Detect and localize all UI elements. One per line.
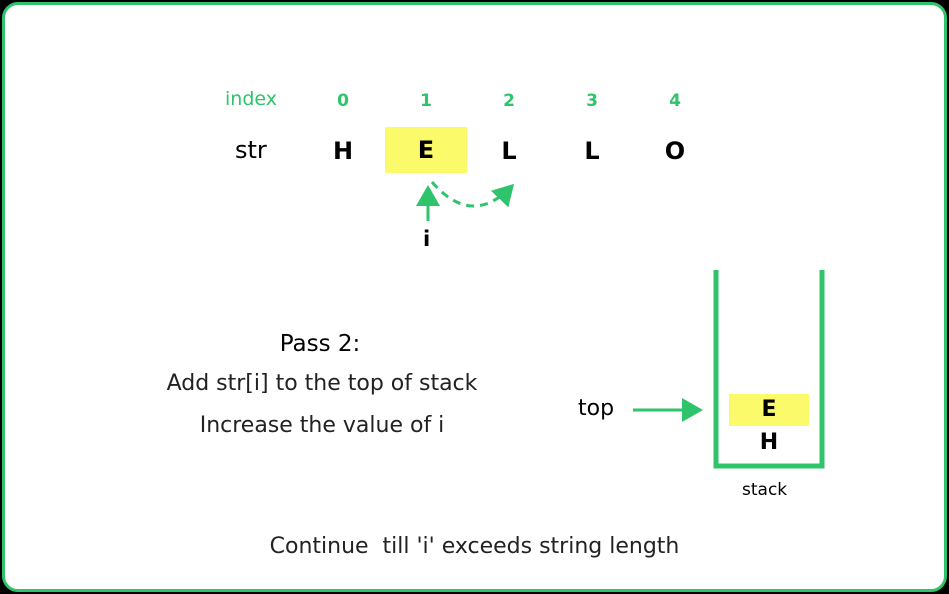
array-cell-3: L: [584, 137, 600, 165]
stack-item-bottom: H: [759, 430, 779, 455]
array-cell-0: H: [332, 137, 354, 165]
footer-note: Continue till 'i' exceeds string length: [269, 534, 680, 559]
index-4: 4: [669, 91, 681, 111]
index-0: 0: [337, 91, 349, 111]
pointer-i-label: i: [423, 227, 431, 251]
pass-title: Pass 2:: [279, 331, 361, 357]
stack-label: stack: [742, 480, 788, 500]
pass-step-2: Increase the value of i: [199, 413, 445, 438]
str-row-label: str: [235, 136, 267, 164]
pass-step-1: Add str[i] to the top of stack: [166, 371, 478, 396]
array-cell-2: L: [501, 137, 517, 165]
array-cell-4: O: [664, 137, 686, 165]
index-3: 3: [586, 91, 598, 111]
stack-item-top: E: [729, 394, 809, 426]
index-2: 2: [503, 91, 515, 111]
array-cell-1-highlighted: E: [385, 127, 467, 173]
index-1: 1: [420, 91, 432, 111]
index-row-label: index: [225, 88, 277, 110]
top-label: top: [578, 396, 615, 421]
